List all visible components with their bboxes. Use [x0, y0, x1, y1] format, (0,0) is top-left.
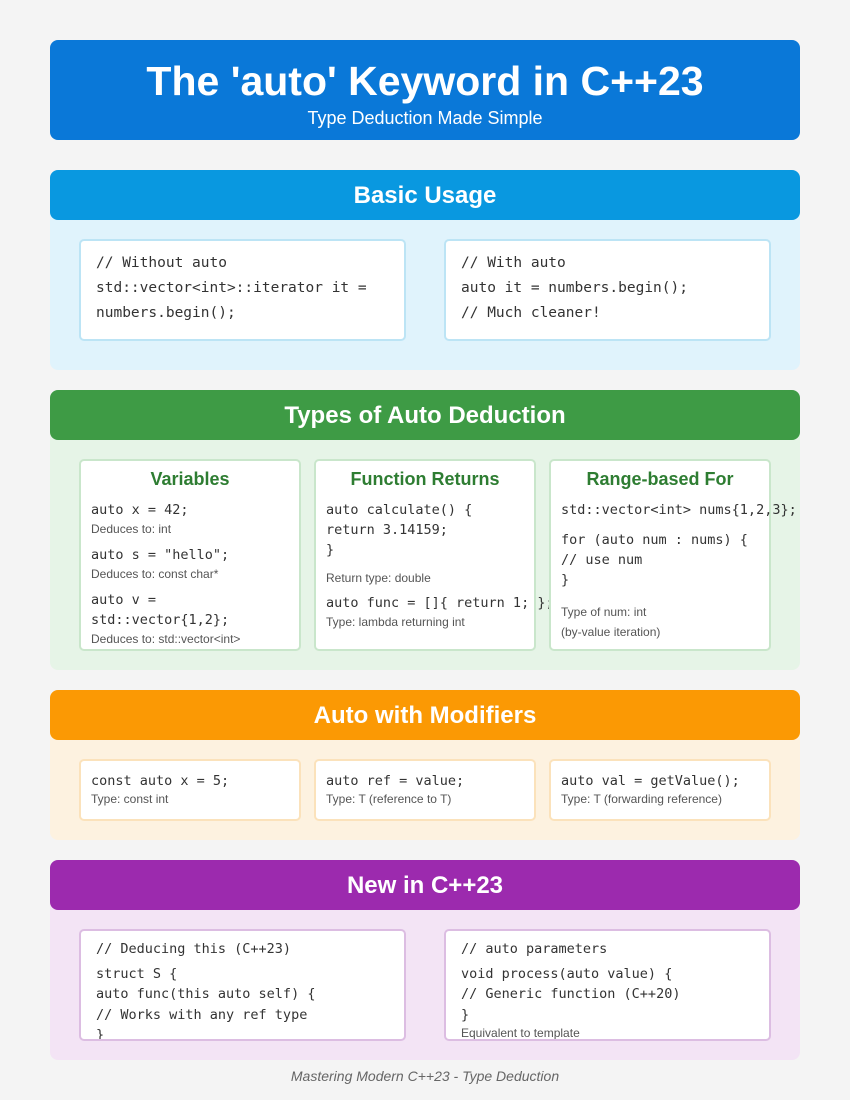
modifier-card-forwarding: auto val = getValue(); Type: T (forwardi…	[549, 759, 771, 821]
code-line: // use num	[561, 552, 643, 568]
page-title: The 'auto' Keyword in C++23	[146, 58, 704, 104]
code-line: auto func = []{ return 1; };	[326, 595, 554, 611]
type-note: Deduces to: const char*	[91, 567, 219, 581]
code-line: // Works with any ref type	[96, 1006, 308, 1023]
code-line: }	[461, 1006, 470, 1023]
code-card-with-auto: // With auto auto it = numbers.begin(); …	[444, 239, 771, 341]
card-title: Range-based For	[586, 469, 734, 489]
section-title: Basic Usage	[50, 170, 800, 220]
code-line: }	[561, 572, 570, 588]
header-banner: The 'auto' Keyword in C++23 Type Deducti…	[50, 40, 800, 140]
type-note: Equivalent to template	[461, 1026, 580, 1040]
type-note: Type: const int	[91, 792, 169, 806]
type-note: Type: T (forwarding reference)	[561, 792, 722, 806]
code-line: // Without auto	[96, 255, 227, 271]
card-title: Variables	[150, 469, 230, 489]
modifier-card-const: const auto x = 5; Type: const int	[79, 759, 301, 821]
code-line: auto s = "hello";	[91, 547, 230, 563]
types-section: Types of Auto Deduction Variables auto x…	[50, 390, 800, 670]
type-note: Type of num: int	[561, 605, 647, 619]
function-returns-card: Function Returns auto calculate() { retu…	[314, 459, 554, 651]
code-line: }	[96, 1027, 105, 1041]
variables-card: Variables auto x = 42; Deduces to: int a…	[79, 459, 301, 651]
page-subtitle: Type Deduction Made Simple	[307, 108, 543, 128]
code-line: for (auto num : nums) {	[561, 532, 748, 548]
code-line: return 3.14159;	[326, 522, 448, 538]
code-line: void process(auto value) {	[461, 965, 673, 982]
code-comment: // Deducing this (C++23)	[96, 941, 292, 957]
auto-parameters-card: // auto parameters void process(auto val…	[444, 929, 771, 1041]
type-note: Type: lambda returning int	[326, 615, 465, 629]
code-line: // With auto	[461, 255, 566, 271]
type-note: Return type: double	[326, 571, 431, 585]
code-card-without-auto: // Without auto std::vector<int>::iterat…	[79, 239, 406, 341]
type-note: (by-value iteration)	[561, 625, 661, 639]
section-title: Auto with Modifiers	[50, 690, 800, 740]
code-line: auto it = numbers.begin();	[461, 280, 688, 296]
code-line: std::vector<int> nums{1,2,3};	[561, 502, 797, 518]
code-line: const auto x = 5;	[91, 773, 230, 789]
modifier-card-reference: auto ref = value; Type: T (reference to …	[314, 759, 536, 821]
deducing-this-card: // Deducing this (C++23) struct S { auto…	[79, 929, 406, 1041]
range-based-for-card: Range-based For std::vector<int> nums{1,…	[549, 459, 797, 651]
code-comment: // auto parameters	[461, 941, 608, 957]
new-in-cpp23-section: New in C++23 // Deducing this (C++23) st…	[50, 860, 800, 1060]
type-note: Deduces to: std::vector<int>	[91, 632, 241, 646]
code-line: auto func(this auto self) {	[96, 986, 316, 1002]
card-title: Function Returns	[350, 469, 500, 489]
code-line: auto ref = value;	[326, 773, 465, 789]
code-line: auto val = getValue();	[561, 773, 740, 789]
section-title: New in C++23	[50, 860, 800, 910]
code-line: auto v = std::vector{1,2};	[91, 592, 230, 628]
type-note: Deduces to: int	[91, 522, 172, 536]
code-line: auto calculate() {	[326, 502, 473, 518]
code-line: }	[326, 542, 335, 558]
modifiers-section: Auto with Modifiers const auto x = 5; Ty…	[50, 690, 800, 840]
code-line: std::vector<int>::iterator it =	[96, 280, 367, 296]
code-line: struct S {	[96, 965, 178, 982]
basic-usage-section: Basic Usage // Without auto std::vector<…	[50, 170, 800, 370]
code-line: // Generic function (C++20)	[461, 986, 681, 1002]
code-line: auto x = 42;	[91, 502, 189, 518]
footer-caption: Mastering Modern C++23 - Type Deduction	[290, 1068, 560, 1084]
section-title: Types of Auto Deduction	[50, 390, 800, 440]
code-line: numbers.begin();	[96, 305, 236, 321]
code-line: // Much cleaner!	[461, 305, 601, 321]
type-note: Type: T (reference to T)	[326, 792, 452, 806]
